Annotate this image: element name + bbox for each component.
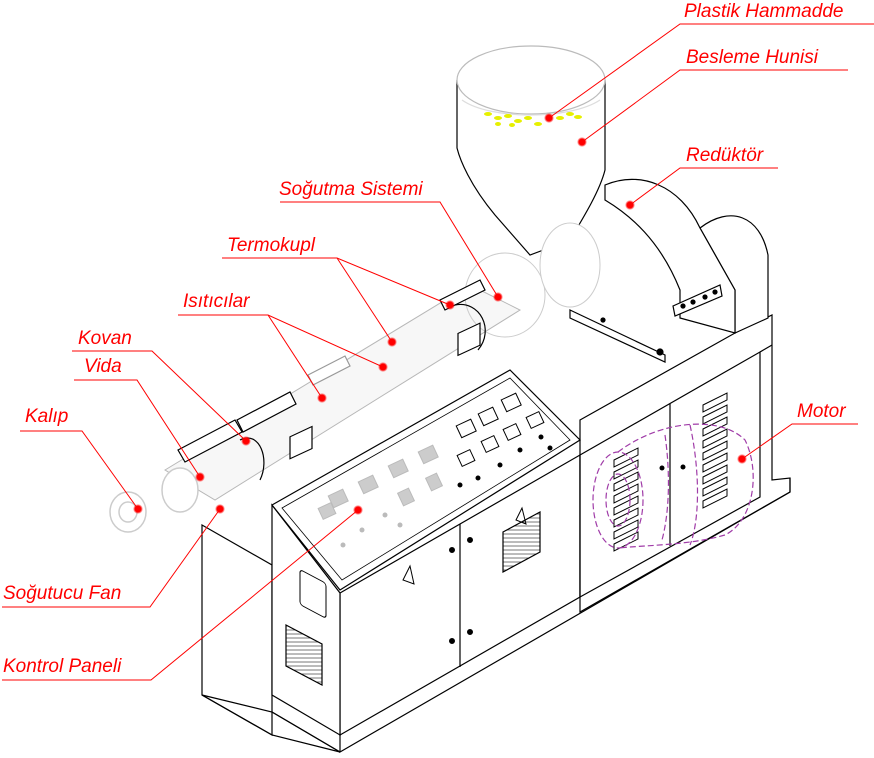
hopper — [456, 45, 606, 256]
vent-left — [285, 624, 323, 686]
gearbox — [569, 178, 769, 363]
markers — [133, 113, 747, 515]
heater-bands — [177, 279, 486, 481]
label-kalip: Kalıp — [25, 406, 69, 427]
main-switch-icon — [299, 570, 327, 618]
leader-vida — [74, 379, 201, 478]
leader-sogutucu-fan — [2, 508, 221, 608]
marker-kalip — [133, 504, 143, 514]
leader-reduktor — [629, 167, 778, 206]
die — [109, 467, 199, 533]
marker-kovan — [241, 436, 251, 446]
label-sogutma-sistemi: Soğutma Sistemi — [279, 179, 423, 200]
leader-sogutma-sistemi — [280, 201, 499, 298]
label-reduktor: Redüktör — [686, 145, 764, 166]
label-kovan: Kovan — [78, 328, 132, 349]
leader-termokupl — [222, 257, 451, 306]
marker-reduktor — [625, 200, 635, 210]
marker-besleme-hunisi — [577, 137, 587, 147]
marker-sogutma-sistemi — [493, 292, 503, 302]
leader-plastik-hammadde — [548, 23, 874, 119]
leader-lines — [2, 23, 874, 681]
marker-plastik-hammadde — [544, 113, 554, 123]
warning-icon — [402, 564, 415, 585]
label-isiticilar: Isıtıcılar — [183, 291, 250, 312]
leader-besleme-hunisi — [581, 69, 848, 143]
marker-vida — [195, 472, 205, 482]
marker-motor — [737, 454, 747, 464]
label-termokupl: Termokupl — [227, 235, 316, 256]
leader-isiticilar-2 — [267, 314, 323, 399]
leader-kovan — [72, 350, 247, 442]
control-panel-controls — [317, 392, 553, 548]
vent-door — [502, 510, 541, 574]
cabinet-details — [285, 506, 541, 686]
leader-kontrol-paneli — [2, 509, 359, 681]
marker-termokupl-2 — [387, 337, 397, 347]
marker-isiticilar — [378, 362, 388, 372]
label-plastik-hammadde: Plastik Hammadde — [684, 1, 844, 22]
leader-motor — [741, 423, 858, 460]
cabinet — [201, 314, 791, 754]
marker-sogutucu-fan — [215, 504, 225, 514]
marker-termokupl — [445, 300, 455, 310]
warning-icon — [515, 506, 527, 525]
plastic-pellets — [484, 112, 582, 127]
marker-kontrol-paneli — [353, 505, 363, 515]
label-vida: Vida — [84, 356, 122, 377]
leader-kalip — [20, 430, 139, 510]
label-sogutucu-fan: Soğutucu Fan — [3, 583, 122, 604]
label-motor: Motor — [797, 401, 846, 422]
label-kontrol-paneli: Kontrol Paneli — [3, 656, 122, 677]
marker-isiticilar-2 — [317, 393, 327, 403]
label-besleme-hunisi: Besleme Hunisi — [686, 47, 818, 68]
motor-hidden-outline — [592, 423, 754, 549]
leader-termokupl-2 — [336, 257, 393, 343]
